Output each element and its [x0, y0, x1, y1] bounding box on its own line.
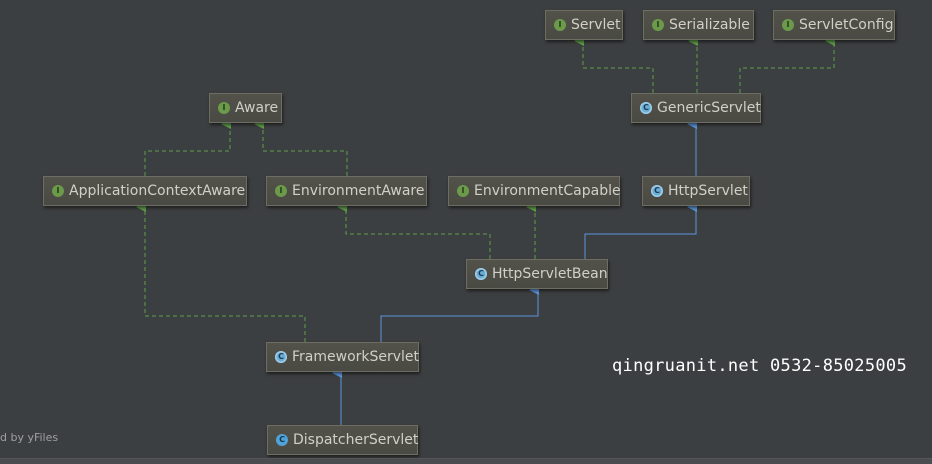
class-node-label: GenericServlet	[657, 100, 761, 116]
class-node-aware[interactable]: I Aware	[209, 93, 282, 123]
relation-genericservlet-to-servletconfig	[739, 36, 835, 93]
interface-icon: I	[218, 102, 230, 114]
class-node-frameworkservlet[interactable]: C FrameworkServlet	[266, 342, 419, 372]
class-node-label: HttpServletBean	[492, 266, 608, 282]
class-icon: C	[276, 434, 288, 446]
interface-icon: I	[782, 19, 794, 31]
class-node-label: EnvironmentAware	[292, 183, 425, 199]
interface-icon: I	[457, 185, 469, 197]
relation-envaware-to-aware	[254, 119, 348, 176]
class-node-label: ServletConfig	[799, 17, 894, 33]
class-node-label: DispatcherServlet	[293, 432, 419, 448]
class-node-label: HttpServlet	[668, 183, 748, 199]
interface-icon: I	[554, 19, 566, 31]
interface-icon: I	[275, 185, 287, 197]
class-node-httpservlet[interactable]: C HttpServlet	[642, 176, 750, 206]
abstract-class-icon: C	[275, 351, 287, 363]
class-node-label: ApplicationContextAware	[69, 183, 246, 199]
class-node-dispatcherservlet[interactable]: C DispatcherServlet	[267, 425, 418, 455]
class-node-appctxaware[interactable]: I ApplicationContextAware	[43, 176, 247, 206]
class-node-httpservletbean[interactable]: C HttpServletBean	[466, 259, 608, 289]
class-node-serializable[interactable]: I Serializable	[643, 10, 754, 40]
class-node-label: Servlet	[571, 17, 621, 33]
yfiles-credit: d by yFiles	[0, 431, 59, 444]
class-node-label: EnvironmentCapable	[474, 183, 621, 199]
class-node-envaware[interactable]: I EnvironmentAware	[266, 176, 427, 206]
class-node-envcapable[interactable]: I EnvironmentCapable	[448, 176, 621, 206]
class-node-label: Aware	[235, 100, 279, 116]
relation-frameworkservlet-to-httpservletbean	[380, 285, 539, 342]
abstract-class-icon: C	[475, 268, 487, 280]
class-node-label: Serializable	[669, 17, 750, 33]
watermark-text: qingruanit.net 0532-85025005	[612, 356, 907, 376]
relation-genericservlet-to-servlet	[574, 36, 654, 93]
class-node-label: FrameworkServlet	[292, 349, 420, 365]
class-node-servlet[interactable]: I Servlet	[545, 10, 623, 40]
abstract-class-icon: C	[651, 185, 663, 197]
bottom-scrollbar[interactable]	[0, 458, 932, 464]
class-node-genericservlet[interactable]: C GenericServlet	[631, 93, 761, 123]
relation-httpservletbean-to-httpservlet	[584, 202, 697, 259]
class-node-servletconfig[interactable]: I ServletConfig	[773, 10, 895, 40]
relation-frameworkservlet-to-appctxaware	[136, 202, 306, 342]
relation-httpservletbean-to-envaware	[337, 202, 491, 259]
interface-icon: I	[52, 185, 64, 197]
relation-appctxaware-to-aware	[144, 119, 231, 176]
abstract-class-icon: C	[640, 102, 652, 114]
interface-icon: I	[652, 19, 664, 31]
